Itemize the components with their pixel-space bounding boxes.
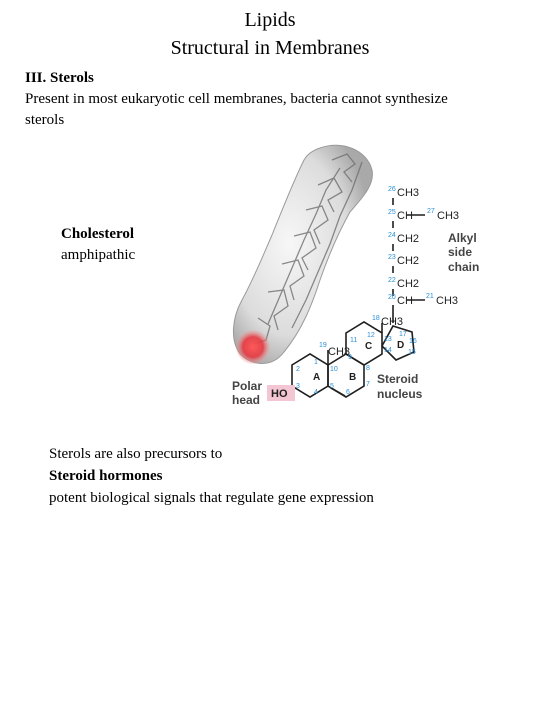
section-heading: III. Sterols xyxy=(25,70,94,86)
ring-label-b: B xyxy=(349,372,356,383)
cholesterol-label: Cholesterol amphipathic xyxy=(61,224,135,266)
carbon-number-4: 4 xyxy=(314,389,318,396)
carbon-group-21: CH3 xyxy=(436,295,458,307)
carbon-number-20: 20 xyxy=(388,294,396,301)
carbon-group-25: CH xyxy=(397,210,413,222)
carbon-group-22: CH2 xyxy=(397,278,419,290)
carbon-number-18: 18 xyxy=(372,315,380,322)
carbon-group-26: CH3 xyxy=(397,187,419,199)
molecule-name: Cholesterol xyxy=(61,226,135,242)
carbon-number-27: 27 xyxy=(427,208,435,215)
footer-text: Sterols are also precursors to Steroid h… xyxy=(49,443,374,509)
space-filling-model xyxy=(233,144,373,364)
carbon-group-20: CH xyxy=(397,295,413,307)
alkyl-label-2: side xyxy=(448,245,472,259)
carbon-number-7: 7 xyxy=(366,381,370,388)
carbon-number-6: 6 xyxy=(346,389,350,396)
carbon-group-19: CH3 xyxy=(328,346,350,358)
carbon-group-18: CH3 xyxy=(381,316,403,328)
carbon-number-16: 16 xyxy=(409,338,417,345)
carbon-number-2: 2 xyxy=(296,366,300,373)
carbon-number-8: 8 xyxy=(366,365,370,372)
alkyl-label-1: Alkyl xyxy=(448,231,477,245)
carbon-group-27: CH3 xyxy=(437,210,459,222)
carbon-number-25: 25 xyxy=(388,209,396,216)
footer-line3: potent biological signals that regulate … xyxy=(49,490,374,506)
footer-line2: Steroid hormones xyxy=(49,468,163,484)
carbon-number-17: 17 xyxy=(399,331,407,338)
ring-label-d: D xyxy=(397,340,404,351)
section-description-line2: sterols xyxy=(25,112,65,128)
carbon-number-21: 21 xyxy=(426,293,434,300)
page-subtitle: Structural in Membranes xyxy=(170,37,370,59)
cholesterol-figure: CH3 CH CH2 CH2 CH2 CH CH3 CH3 CH3 CH3 HO… xyxy=(232,144,479,407)
polar-highlight xyxy=(267,385,295,401)
structural-formula xyxy=(283,198,425,398)
ring-label-c: C xyxy=(365,341,372,352)
carbon-number-3: 3 xyxy=(296,383,300,390)
polar-label-1: Polar xyxy=(232,379,262,393)
carbon-number-15: 15 xyxy=(408,349,416,356)
hydroxyl-label: HO xyxy=(271,388,288,400)
carbon-number-23: 23 xyxy=(388,254,396,261)
footer-line1: Sterols are also precursors to xyxy=(49,446,223,462)
hydroxyl-glow xyxy=(236,330,270,364)
steroid-label-1: Steroid xyxy=(377,372,418,386)
carbon-number-22: 22 xyxy=(388,277,396,284)
carbon-number-13: 13 xyxy=(384,336,392,343)
carbon-group-24: CH2 xyxy=(397,233,419,245)
carbon-number-14: 14 xyxy=(384,347,392,354)
molecule-property: amphipathic xyxy=(61,247,136,263)
carbon-number-9: 9 xyxy=(348,354,352,361)
section-description-line1: Present in most eukaryotic cell membrane… xyxy=(25,91,448,107)
alkyl-label-3: chain xyxy=(448,260,479,274)
polar-label-2: head xyxy=(232,393,260,407)
carbon-number-19: 19 xyxy=(319,342,327,349)
carbon-number-5: 5 xyxy=(330,383,334,390)
carbon-number-24: 24 xyxy=(388,232,396,239)
ring-label-a: A xyxy=(313,372,320,383)
carbon-number-26: 26 xyxy=(388,186,396,193)
carbon-number-1: 1 xyxy=(314,359,318,366)
carbon-number-11: 11 xyxy=(350,337,357,344)
carbon-number-12: 12 xyxy=(367,332,375,339)
carbon-number-10: 10 xyxy=(330,366,338,373)
carbon-group-23: CH2 xyxy=(397,255,419,267)
steroid-label-2: nucleus xyxy=(377,387,423,401)
page-title: Lipids xyxy=(244,9,296,31)
